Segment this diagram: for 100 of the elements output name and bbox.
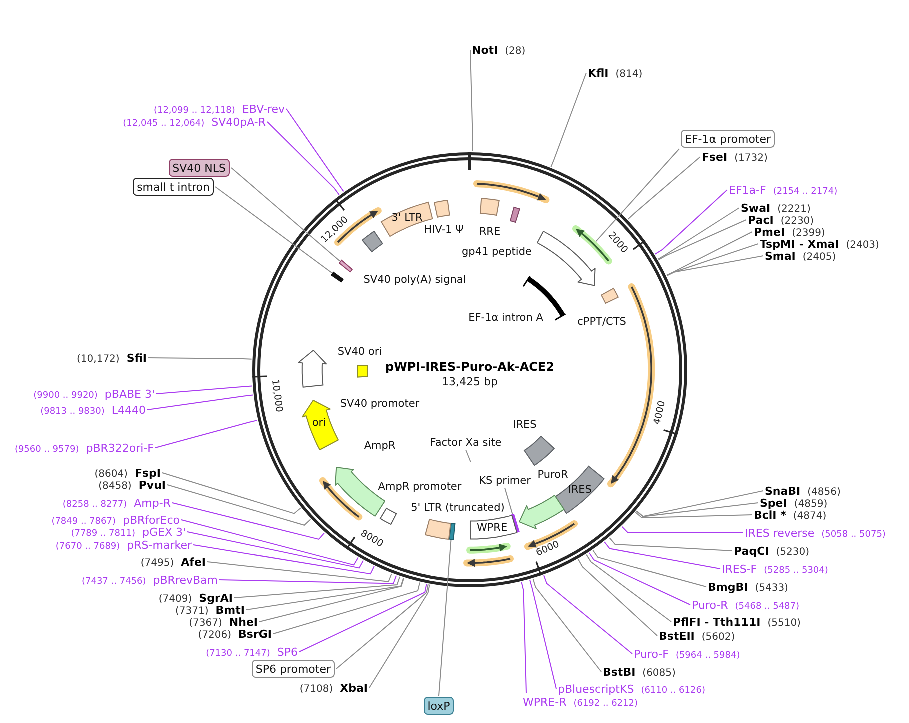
leader-line xyxy=(181,520,359,566)
primer-label: (7670 .. 7689) pRS-marker xyxy=(56,538,192,552)
plasmid-name: pWPI-IRES-Puro-Ak-ACE2 xyxy=(386,360,554,374)
restriction-site-label: PaqCI (5230) xyxy=(734,544,810,558)
leader-line xyxy=(259,578,405,622)
leader-line xyxy=(592,550,707,588)
leader-line xyxy=(635,512,753,518)
leader-line xyxy=(504,488,514,515)
leader-line xyxy=(578,559,658,636)
restriction-site-label: SnaBI (4856) xyxy=(765,484,841,498)
leader-line xyxy=(167,484,312,526)
feature-label: KS primer xyxy=(479,473,531,487)
restriction-site-label: SwaI (2221) xyxy=(741,200,811,216)
restriction-site-label: BstBI (6085) xyxy=(603,664,676,680)
leader-line xyxy=(286,108,344,192)
restriction-site-label: BmgBI (5433) xyxy=(708,580,788,594)
leader-line xyxy=(666,256,764,276)
primer-label: pBluescriptKS (6110 .. 6126) xyxy=(558,682,706,696)
primer-label: (7849 .. 7867) pBRforEco xyxy=(52,512,180,528)
leader-line xyxy=(172,502,326,540)
feature-label: gp41 peptide xyxy=(462,246,532,258)
leader-line xyxy=(550,72,587,168)
plasmid-length: 13,425 bp xyxy=(442,376,498,388)
primer-label: (12,099 .. 12,118) EBV-rev xyxy=(154,102,285,116)
restriction-site-label: (7108) XbaI xyxy=(300,680,368,696)
leader-line xyxy=(588,552,691,606)
primer-label: IRES-F (5285 .. 5304) xyxy=(722,562,828,576)
leader-line xyxy=(636,502,759,518)
leader-line xyxy=(438,540,452,696)
primer-label: EF1a-F (2154 .. 2174) xyxy=(729,182,838,198)
feature-label: 5' LTR (truncated) xyxy=(411,502,505,514)
leader-line xyxy=(470,50,474,152)
feature-label: SV40 promoter xyxy=(340,398,420,410)
leader-line xyxy=(336,584,429,670)
leader-line xyxy=(156,386,253,394)
leader-line xyxy=(654,190,728,255)
restriction-site-label: (8458) PvuI xyxy=(98,478,166,492)
restriction-site-label: BstEII (5602) xyxy=(659,628,736,644)
feature-label: EF-1α intron A xyxy=(468,312,544,324)
restriction-site-label: (7206) BsrGI xyxy=(198,626,272,642)
feature-label: PuroR xyxy=(538,469,568,481)
feature-label: AmpR xyxy=(364,440,396,452)
leader-line xyxy=(207,562,392,582)
feature-label: SV40 ori xyxy=(338,346,382,358)
feature-label: ori xyxy=(312,417,326,430)
feature-label: SP6 promoter xyxy=(252,660,335,678)
leader-line xyxy=(658,208,740,260)
leader-line xyxy=(246,578,404,610)
leader-line xyxy=(666,244,759,276)
primer-label: (7789 .. 7811) pGEX 3' xyxy=(71,524,186,540)
leader-line xyxy=(604,542,721,570)
leader-line xyxy=(532,578,602,672)
restriction-site-label: BclI * (4874) xyxy=(754,508,827,522)
leader-line xyxy=(147,394,254,410)
feature-label: Factor Xa site xyxy=(430,435,502,449)
feature-label: WPRE xyxy=(476,522,508,534)
feature-label: AmpR promoter xyxy=(378,481,462,493)
site-marker xyxy=(330,270,345,284)
leader-line xyxy=(530,580,557,690)
restriction-site-label: FseI (1732) xyxy=(702,150,768,164)
leader-line xyxy=(299,584,428,652)
feature-label: HIV-1 Ψ xyxy=(424,224,464,236)
leader-line xyxy=(658,220,747,261)
leader-line xyxy=(636,490,764,518)
restriction-site-label: (10,172) SfiI xyxy=(77,350,147,366)
restriction-site-label: SpeI (4859) xyxy=(760,496,828,510)
site-marker xyxy=(448,522,456,542)
feature-label: loxP xyxy=(424,697,454,715)
leader-line xyxy=(193,544,375,575)
primer-label: (9560 .. 9579) pBR322ori-F xyxy=(14,440,154,456)
primer-label: (7130 .. 7147) SP6 xyxy=(206,644,298,660)
feature-label: IRES xyxy=(513,419,537,431)
restriction-site-label: (7409) SgrAI xyxy=(158,590,233,606)
leader-line xyxy=(622,526,744,534)
leader-line xyxy=(155,420,258,448)
primer-label: WPRE-R (6192 .. 6212) xyxy=(523,694,638,710)
scale-label: 4000 xyxy=(652,400,668,426)
leader-line xyxy=(628,156,701,220)
scale-label: 10,000 xyxy=(269,378,284,413)
site-marker xyxy=(338,258,354,274)
restriction-site-label: TspMI - XmaI (2403) xyxy=(760,236,880,252)
leader-line xyxy=(544,575,633,654)
leader-line xyxy=(273,582,420,634)
feature-label: SV40 NLS xyxy=(168,159,230,177)
leader-line xyxy=(148,358,252,360)
feature-label: IRES xyxy=(568,484,592,496)
primer-label: (8258 .. 8277) Amp-R xyxy=(62,496,171,510)
scale-label: 6000 xyxy=(534,538,562,559)
primer-label: (9813 .. 9830) L4440 xyxy=(40,402,146,418)
leader-line xyxy=(267,122,340,196)
leader-line xyxy=(586,554,672,622)
leader-line xyxy=(162,472,302,514)
leader-line xyxy=(609,538,733,552)
feature-label: SV40 poly(A) signal xyxy=(364,274,466,286)
leader-line xyxy=(215,186,333,274)
primer-label: (7437 .. 7456) pBRrevBam xyxy=(82,572,218,588)
directional-feature-block xyxy=(536,230,597,288)
primer-label: Puro-R (5468 .. 5487) xyxy=(692,598,800,612)
restriction-site-label: (7495) AfeI xyxy=(140,554,206,570)
orf-marker xyxy=(472,180,550,205)
